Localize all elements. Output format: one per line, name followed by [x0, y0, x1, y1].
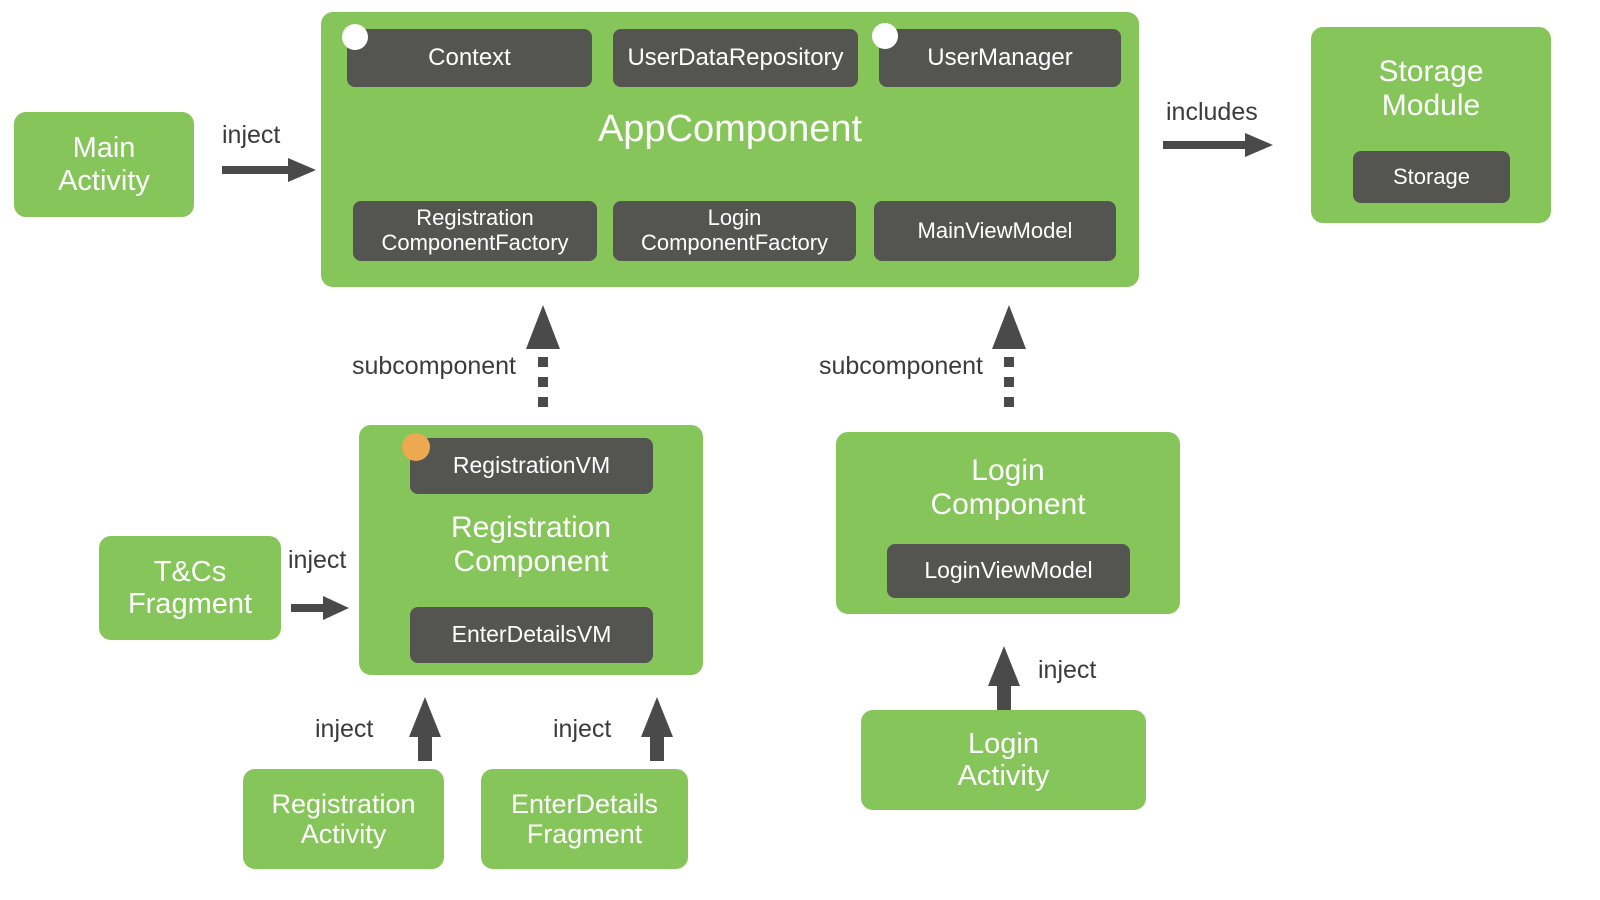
- binding-login-view-model[interactable]: LoginViewModel: [887, 544, 1130, 598]
- node-registration-activity[interactable]: Registration Activity: [243, 769, 444, 869]
- arrow-registration-component-to-app-component: [526, 305, 560, 407]
- node-login-activity-label: Login Activity: [957, 727, 1050, 792]
- binding-registration-vm-label: RegistrationVM: [452, 452, 611, 479]
- binding-registration-component-factory-label: Registration ComponentFactory: [381, 205, 569, 255]
- arrow-tcs-fragment-to-registration-component: [291, 596, 349, 620]
- white-circle-badge-user-manager: [872, 23, 898, 49]
- node-registration-component[interactable]: RegistrationVM Registration Component En…: [359, 425, 703, 675]
- edge-label-subcomponent-registration: subcomponent: [352, 352, 517, 380]
- binding-enter-details-vm[interactable]: EnterDetailsVM: [410, 607, 653, 663]
- orange-circle-badge-registration-vm: [402, 433, 430, 461]
- edge-label-inject-login-activity: inject: [1038, 656, 1097, 684]
- node-login-component-title: Login Component: [930, 454, 1086, 522]
- binding-user-manager[interactable]: UserManager: [879, 29, 1121, 87]
- arrow-enter-details-fragment-to-registration-component: [641, 697, 673, 761]
- node-main-activity-label: Main Activity: [58, 132, 150, 197]
- edge-label-inject-main-activity: inject: [222, 121, 281, 149]
- binding-login-component-factory[interactable]: Login ComponentFactory: [613, 201, 856, 261]
- node-registration-component-title: Registration Component: [450, 511, 612, 579]
- node-storage-module[interactable]: Storage Module Storage: [1311, 27, 1551, 223]
- node-login-activity[interactable]: Login Activity: [861, 710, 1146, 810]
- binding-context[interactable]: Context: [347, 29, 592, 87]
- binding-user-manager-label: UserManager: [927, 43, 1073, 71]
- white-circle-badge-context: [342, 24, 368, 50]
- binding-login-component-factory-label: Login ComponentFactory: [640, 205, 829, 255]
- node-main-activity[interactable]: Main Activity: [14, 112, 194, 217]
- arrow-app-component-to-storage-module: [1163, 133, 1273, 157]
- binding-main-view-model-label: MainViewModel: [917, 217, 1073, 243]
- edge-label-includes: includes: [1166, 98, 1258, 126]
- node-registration-activity-label: Registration Activity: [271, 788, 416, 849]
- node-login-component[interactable]: Login Component LoginViewModel: [836, 432, 1180, 614]
- binding-storage-label: Storage: [1392, 163, 1471, 189]
- arrow-login-activity-to-login-component: [988, 646, 1020, 710]
- binding-user-data-repository[interactable]: UserDataRepository: [613, 29, 858, 87]
- node-enter-details-fragment-label: EnterDetails Fragment: [510, 788, 659, 849]
- binding-context-label: Context: [428, 43, 511, 71]
- binding-registration-vm[interactable]: RegistrationVM: [410, 438, 653, 494]
- edge-label-subcomponent-login: subcomponent: [819, 352, 984, 380]
- binding-registration-component-factory[interactable]: Registration ComponentFactory: [353, 201, 597, 261]
- node-enter-details-fragment[interactable]: EnterDetails Fragment: [481, 769, 688, 869]
- edge-label-inject-tcs-fragment: inject: [288, 546, 347, 574]
- binding-login-view-model-label: LoginViewModel: [924, 557, 1093, 584]
- arrow-registration-activity-to-registration-component: [409, 697, 441, 761]
- node-tcs-fragment[interactable]: T&Cs Fragment: [99, 536, 281, 640]
- binding-storage[interactable]: Storage: [1353, 151, 1510, 203]
- binding-main-view-model[interactable]: MainViewModel: [874, 201, 1116, 261]
- binding-user-data-repository-label: UserDataRepository: [627, 43, 844, 71]
- node-storage-module-title: Storage Module: [1378, 55, 1484, 123]
- arrow-main-activity-to-app-component: [222, 158, 316, 182]
- arrow-login-component-to-app-component: [992, 305, 1026, 407]
- node-tcs-fragment-label: T&Cs Fragment: [127, 555, 253, 620]
- binding-enter-details-vm-label: EnterDetailsVM: [451, 621, 612, 648]
- edge-label-inject-registration-activity: inject: [315, 715, 374, 743]
- node-app-component-title: AppComponent: [597, 108, 863, 150]
- edge-label-inject-enter-details-fragment: inject: [553, 715, 612, 743]
